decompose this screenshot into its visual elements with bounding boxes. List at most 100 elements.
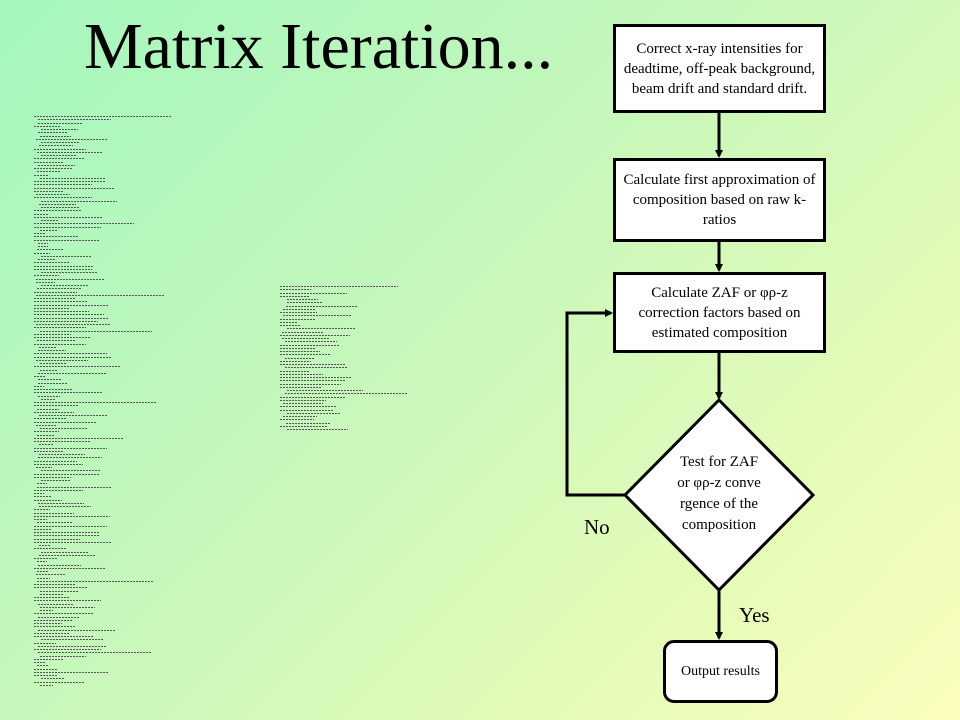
code-line [34, 667, 57, 671]
code-line [34, 150, 103, 154]
code-line [34, 232, 46, 236]
code-line [34, 518, 47, 522]
code-line [34, 245, 48, 249]
code-line [280, 301, 322, 305]
code-line [34, 592, 64, 596]
code-line [280, 314, 351, 318]
code-line [34, 189, 63, 193]
code-line [34, 427, 87, 431]
code-line [280, 385, 322, 389]
code-line [34, 287, 81, 291]
code-line [34, 531, 99, 535]
code-line [34, 115, 172, 119]
code-line [34, 144, 73, 148]
code-line [34, 137, 107, 141]
source-code-listing-right [280, 285, 520, 435]
code-line [34, 475, 71, 479]
code-line [34, 443, 54, 447]
code-line [280, 408, 334, 412]
code-line [34, 469, 100, 473]
code-line [34, 202, 76, 206]
code-line [280, 379, 346, 383]
code-line [34, 589, 79, 593]
code-line [280, 428, 348, 432]
code-line [34, 280, 55, 284]
code-line [34, 303, 108, 307]
code-line [280, 421, 330, 425]
code-line [280, 285, 398, 289]
code-line [34, 212, 49, 216]
code-line [280, 402, 323, 406]
code-line [34, 358, 88, 362]
code-line [34, 274, 59, 278]
code-line [34, 651, 151, 655]
code-line [34, 599, 101, 603]
code-line [34, 306, 69, 310]
code-line [34, 511, 74, 515]
code-line [34, 323, 110, 327]
code-line [34, 537, 80, 541]
code-line [34, 297, 75, 301]
code-line [34, 436, 123, 440]
code-line [34, 157, 85, 161]
code-line [34, 167, 72, 171]
code-line [34, 449, 63, 453]
code-line [34, 677, 64, 681]
code-line [280, 356, 314, 360]
code-line [34, 193, 70, 197]
code-line [280, 340, 337, 344]
code-line [34, 579, 154, 583]
code-line [34, 381, 67, 385]
code-line [34, 355, 112, 359]
code-line [34, 365, 120, 369]
code-line [34, 586, 87, 590]
code-line [34, 453, 85, 457]
code-line [34, 228, 58, 232]
code-line [34, 336, 91, 340]
step-output-results: Output results [663, 640, 778, 703]
code-line [34, 118, 111, 122]
code-line [34, 342, 86, 346]
code-line [34, 154, 76, 158]
code-line [34, 485, 111, 489]
code-line [280, 395, 345, 399]
code-line [34, 388, 72, 392]
code-line [34, 683, 53, 687]
code-line [34, 219, 58, 223]
code-line [34, 456, 102, 460]
code-line [34, 238, 99, 242]
code-line [34, 407, 59, 411]
code-line [280, 350, 320, 354]
code-line [280, 304, 358, 308]
code-line [280, 327, 356, 331]
code-line [34, 147, 86, 151]
code-line [34, 505, 91, 509]
code-line [34, 674, 57, 678]
code-line [34, 180, 105, 184]
code-line [34, 596, 70, 600]
code-line [34, 251, 50, 255]
code-line [34, 206, 79, 210]
code-line [34, 199, 117, 203]
code-line [34, 378, 62, 382]
code-line [34, 583, 76, 587]
code-line [280, 320, 297, 324]
code-line [34, 290, 77, 294]
code-line [34, 670, 108, 674]
code-line [34, 524, 107, 528]
code-line [34, 173, 49, 177]
code-line [34, 170, 60, 174]
code-line [34, 680, 84, 684]
code-line [280, 418, 314, 422]
code-line [34, 570, 49, 574]
code-line [34, 657, 64, 661]
code-line [34, 235, 78, 239]
step-calculate-correction: Calculate ZAF or φρ-z correction factors… [613, 272, 826, 353]
code-line [34, 176, 106, 180]
code-line [34, 466, 52, 470]
code-line [280, 317, 316, 321]
code-line [34, 131, 67, 135]
code-line [34, 163, 75, 167]
code-line [34, 540, 111, 544]
